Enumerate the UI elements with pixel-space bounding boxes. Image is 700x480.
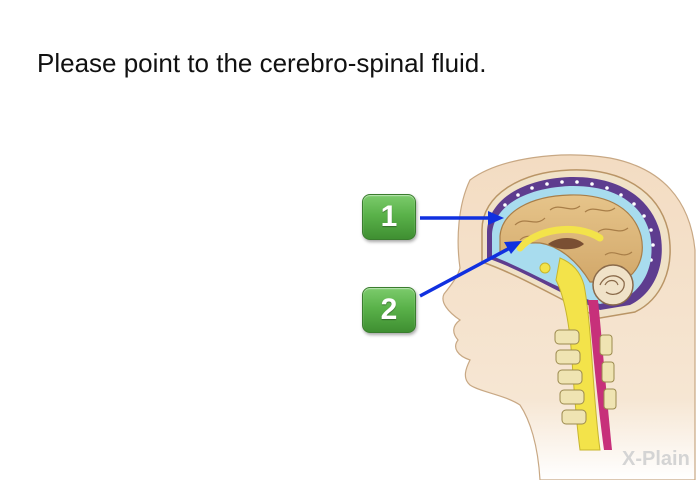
ventricle xyxy=(548,238,584,250)
cerebellum xyxy=(592,264,634,306)
dura-dots xyxy=(503,180,655,262)
answer-button-1[interactable]: 1 xyxy=(362,194,416,240)
spinal-canal xyxy=(588,300,612,450)
brain-gyri xyxy=(514,205,633,256)
arrow-pointer xyxy=(419,211,522,298)
pituitary xyxy=(539,262,551,274)
answer-button-2[interactable]: 2 xyxy=(362,287,416,333)
question-text: Please point to the cerebro-spinal fluid… xyxy=(37,48,487,78)
brand-logo: X-Plain xyxy=(622,448,690,470)
corpus-callosum xyxy=(516,225,604,252)
vertebrae xyxy=(554,329,617,425)
